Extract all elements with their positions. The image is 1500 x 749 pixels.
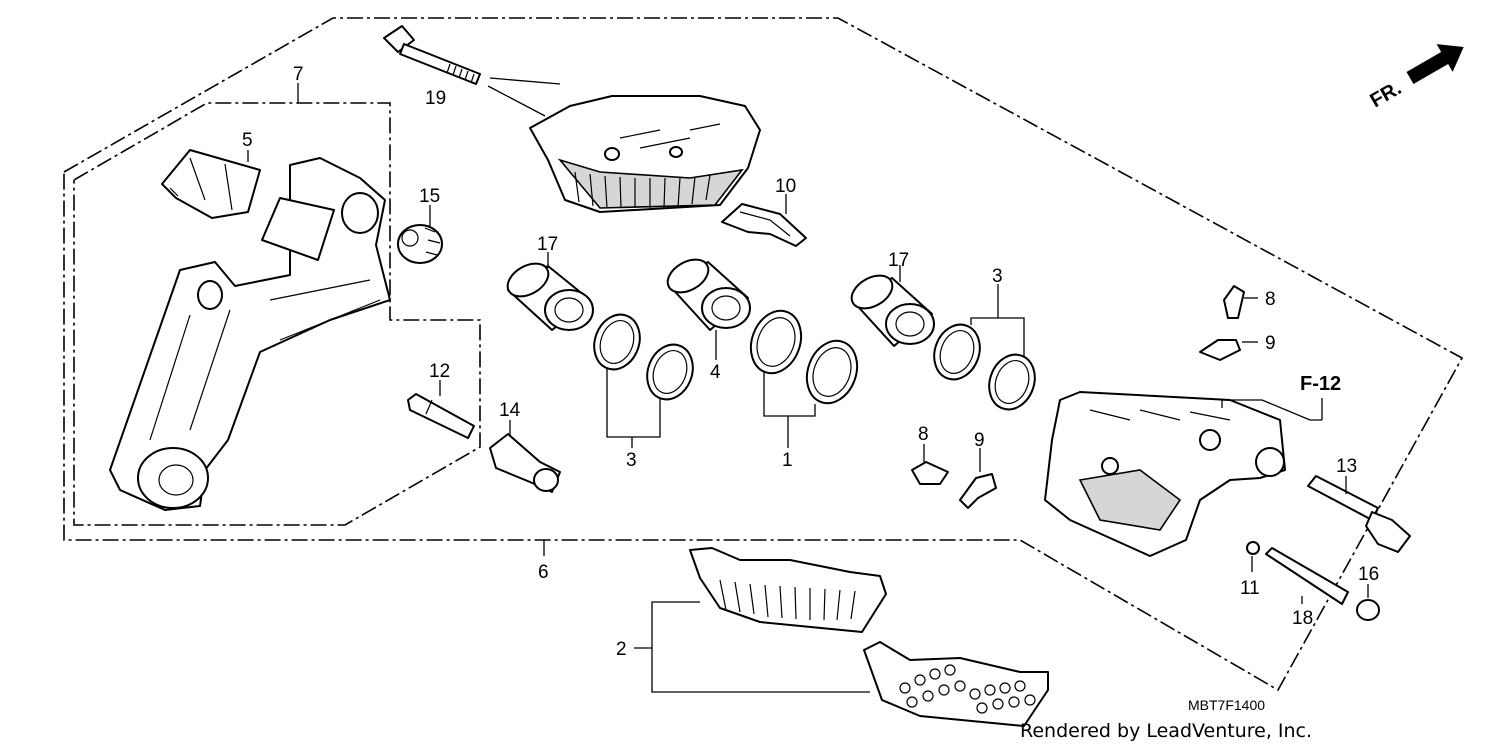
callout-16: 16 [1358,564,1379,585]
diagram-code: MBT7F1400 [1188,697,1265,713]
callout-13: 13 [1336,456,1357,477]
callout-9-upper: 9 [1265,333,1276,354]
callout-8-lower: 8 [918,424,929,445]
callout-19: 19 [425,88,446,109]
credit-text: Rendered by LeadVenture, Inc. [1020,720,1312,742]
callout-12: 12 [429,361,450,382]
callout-17-left: 17 [537,234,558,255]
part-12-slide-pin [407,393,475,439]
front-direction-label: FR. [1366,77,1405,112]
leader-lines [247,83,1369,693]
callout-9-lower: 9 [974,430,985,451]
caliper-body-upper [487,77,761,213]
callout-17-right: 17 [888,250,909,271]
callout-18: 18 [1292,608,1313,629]
callout-3-left: 3 [626,450,637,471]
callout-labels: 19 7 5 15 10 17 17 3 3 8 9 12 14 4 1 8 9… [242,64,1379,660]
part-11-washer [1246,541,1260,555]
brake-pad-lower [863,641,1049,727]
brake-pad-upper [689,547,887,633]
callout-15: 15 [419,186,440,207]
piston-17-right [850,274,935,347]
callout-4: 4 [710,362,721,383]
seal-set-1 [749,309,859,405]
callout-14: 14 [499,400,521,421]
seal-set-3-right [933,323,1036,411]
part-8-bleeder-upper [1223,285,1245,319]
reference-label-f12: F-12 [1300,373,1341,395]
pad-backing-holes [899,664,1036,714]
part-19-bolt [383,25,481,85]
part-8-bleeder-lower [911,461,949,485]
callout-6: 6 [538,562,549,583]
part-16-plug [1356,599,1380,621]
callout-1: 1 [782,450,793,471]
piston-4 [666,258,751,331]
callout-7: 7 [293,64,304,85]
arrow-icon [1406,44,1464,85]
seal-set-3-left [593,313,694,401]
part-5-pad-retainer [161,149,261,219]
callout-8-upper: 8 [1265,289,1276,310]
callout-3-right: 3 [992,266,1003,287]
caliper-body-lower [1044,391,1323,557]
part-14-pin-boot [489,433,561,493]
callout-5: 5 [242,130,253,151]
caliper-bracket [109,157,391,511]
part-10-pad-spring [721,203,807,247]
callout-10: 10 [775,176,796,197]
callout-11: 11 [1240,578,1260,599]
part-9-cap-lower [959,473,997,509]
callout-2: 2 [616,639,627,660]
front-direction-indicator: FR. [1366,44,1464,112]
piston-17-left [506,262,594,331]
part-18-pad-pin [1265,547,1349,605]
part-15-boot [397,224,443,264]
part-13-pin-bolt [1307,475,1411,553]
assembly-7-boundary [73,102,481,526]
part-9-cap-upper [1199,339,1241,361]
